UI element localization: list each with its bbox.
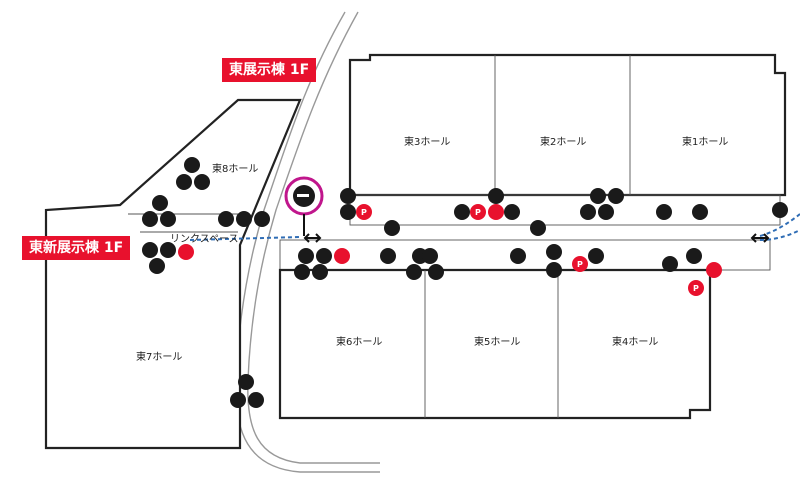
east-upper-building-outline [348, 53, 787, 197]
restroom-icon[interactable] [580, 204, 596, 220]
east-new-building-badge: 東新展示棟 1F [22, 236, 131, 260]
atm-icon[interactable] [504, 204, 520, 220]
restroom-icon[interactable] [546, 244, 562, 260]
elevator-icon[interactable] [454, 204, 470, 220]
restroom-icon[interactable] [598, 204, 614, 220]
escalator-icon[interactable] [384, 220, 400, 236]
hall-label-east2: 東2ホール [540, 135, 586, 148]
hall-label-east1: 東1ホール [682, 135, 728, 148]
restroom-icon[interactable] [152, 195, 168, 211]
svg-text:P: P [475, 208, 481, 217]
hall-label-east4: 東4ホール [612, 335, 658, 348]
atm-icon[interactable] [588, 248, 604, 264]
restroom-icon[interactable] [772, 202, 788, 218]
restroom-icon[interactable] [294, 264, 310, 280]
accessible-restroom-icon[interactable] [608, 188, 624, 204]
east-route-lower [759, 229, 800, 241]
atm-icon[interactable] [380, 248, 396, 264]
restroom-icon[interactable] [149, 258, 165, 274]
east-new-building-outline [44, 98, 302, 450]
escalator-icon[interactable] [142, 211, 158, 227]
outer-road [247, 11, 380, 464]
restroom-icon[interactable] [422, 248, 438, 264]
accessible-restroom-icon[interactable] [194, 174, 210, 190]
svg-text:P: P [577, 260, 583, 269]
elevator-icon[interactable] [340, 204, 356, 220]
atm-icon[interactable] [340, 188, 356, 204]
svg-text:P: P [693, 284, 699, 293]
svg-text:P: P [361, 208, 367, 217]
escalator-icon[interactable] [530, 220, 546, 236]
escalator-icon[interactable] [692, 204, 708, 220]
hall-label-east8: 東8ホール [212, 162, 258, 175]
link-space-label: リンクスペース [170, 234, 239, 245]
restroom-icon[interactable] [662, 256, 678, 272]
concourse-upper [349, 194, 781, 226]
restroom-icon[interactable] [406, 264, 422, 280]
link-route [189, 236, 301, 241]
restroom-icon[interactable] [546, 262, 562, 278]
hall-label-east3: 東3ホール [404, 135, 450, 148]
aed-icon[interactable] [488, 204, 504, 220]
parking-icon[interactable]: P [572, 256, 588, 272]
aed-icon[interactable] [178, 244, 194, 260]
hall-label-east6: 東6ホール [336, 335, 382, 348]
hall-label-east5: 東5ホール [474, 335, 520, 348]
accessible-restroom-icon[interactable] [254, 211, 270, 227]
accessible-restroom-icon[interactable] [316, 248, 332, 264]
nursing-room-icon[interactable] [160, 242, 176, 258]
parking-icon[interactable]: P [356, 204, 372, 220]
restroom-icon[interactable] [176, 174, 192, 190]
accessible-restroom-icon[interactable] [160, 211, 176, 227]
atm-icon[interactable] [142, 242, 158, 258]
connection-arrow-icon [750, 233, 770, 243]
restroom-icon[interactable] [236, 211, 252, 227]
atm-icon[interactable] [510, 248, 526, 264]
restroom-icon[interactable] [230, 392, 246, 408]
restroom-icon[interactable] [184, 157, 200, 173]
restroom-icon[interactable] [238, 374, 254, 390]
restroom-icon[interactable] [488, 188, 504, 204]
inner-road [235, 11, 380, 473]
restroom-icon[interactable] [298, 248, 314, 264]
aed-icon[interactable] [706, 262, 722, 278]
parking-icon[interactable]: P [688, 280, 704, 296]
restroom-icon[interactable] [686, 248, 702, 264]
connection-arrow-icon [303, 233, 322, 243]
parking-icon[interactable]: P [470, 204, 486, 220]
aed-icon[interactable] [334, 248, 350, 264]
restroom-icon[interactable] [218, 211, 234, 227]
accessible-restroom-icon[interactable] [248, 392, 264, 408]
hall-label-east7: 東7ホール [136, 350, 182, 363]
atm-icon[interactable] [656, 204, 672, 220]
restroom-icon[interactable] [428, 264, 444, 280]
east-building-badge: 東展示棟 1F [222, 58, 317, 82]
restroom-icon[interactable] [312, 264, 328, 280]
smoking-area-icon[interactable] [284, 176, 324, 236]
restroom-icon[interactable] [590, 188, 606, 204]
